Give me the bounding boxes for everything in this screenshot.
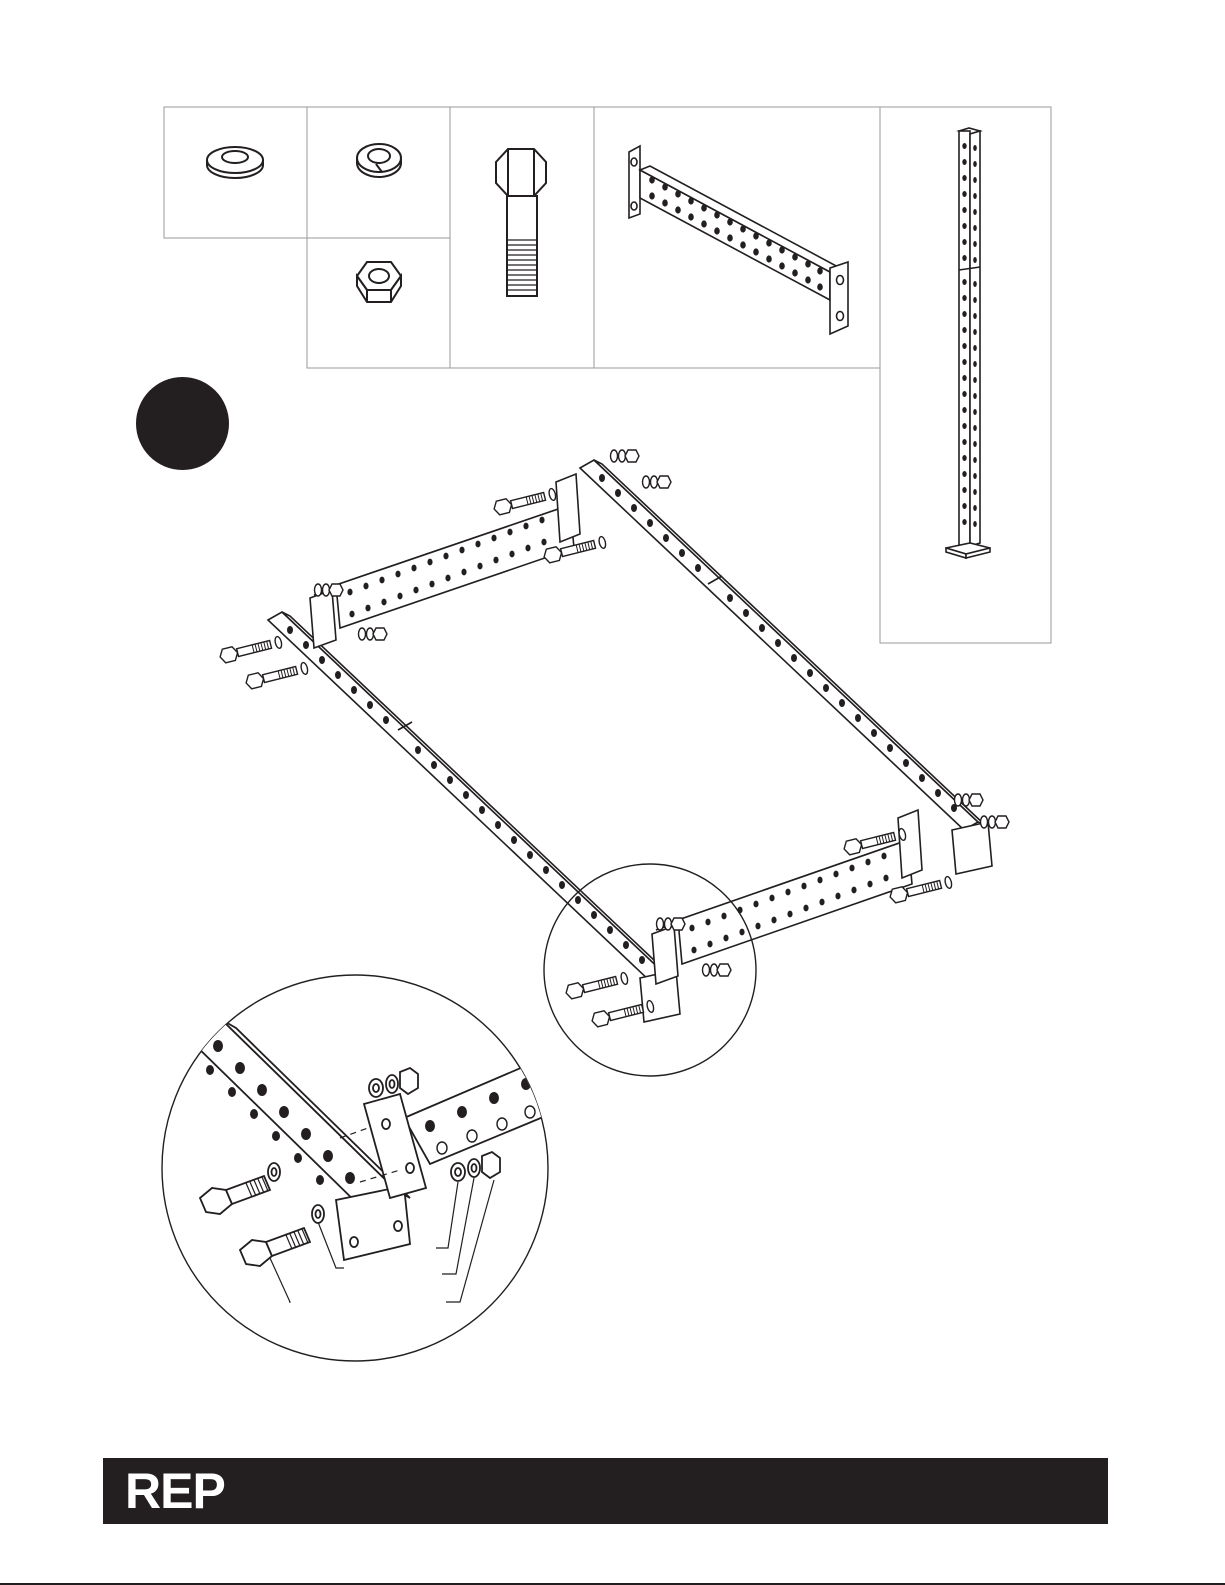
hex-bolt-icon <box>496 149 546 296</box>
crossmember-icon <box>629 146 848 334</box>
upright-icon <box>946 128 990 558</box>
base-frame-assembly <box>268 460 992 1022</box>
flat-washer-icon <box>207 147 263 178</box>
step-marker <box>136 377 229 470</box>
hardware-panel <box>164 107 1051 643</box>
footer-bar: REP <box>103 1458 1108 1524</box>
rep-logo-text: REP <box>125 1468 225 1514</box>
lock-washer-icon <box>357 144 401 177</box>
left-upright-holes <box>287 626 645 964</box>
rep-logo: REP <box>123 1468 283 1514</box>
magnified-detail <box>162 975 560 1361</box>
hex-nut-icon <box>357 262 401 302</box>
